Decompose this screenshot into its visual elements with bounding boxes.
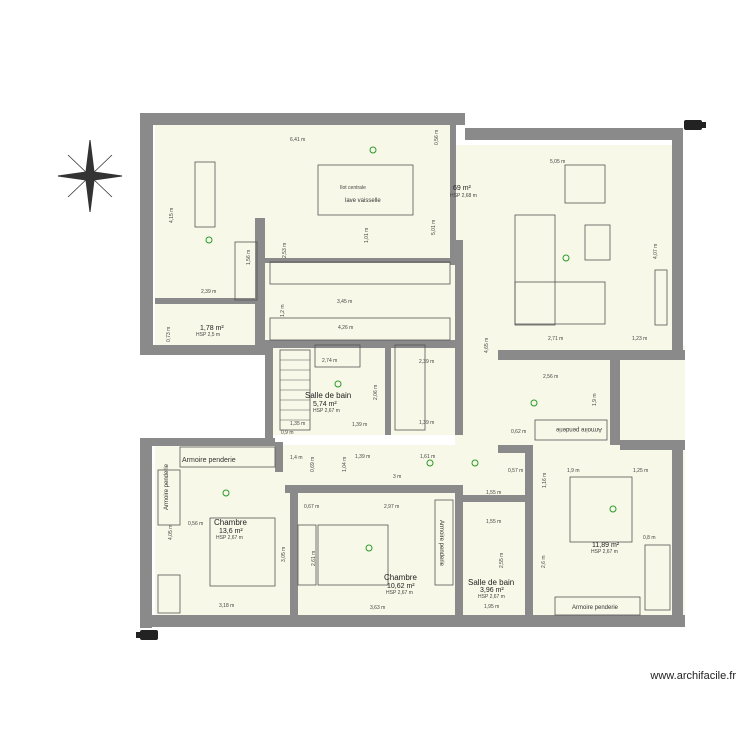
armoire-label-4: Armoire penderie [438,520,444,567]
armoire-label-2: Armoire penderie [555,426,602,432]
svg-text:1,35 m: 1,35 m [290,421,305,427]
room-bath2-area: 3,96 m² [480,587,504,594]
svg-text:1,2 m: 1,2 m [280,304,286,317]
ilot-label: Ilot centrale [340,185,366,191]
svg-text:5,05 m: 5,05 m [550,159,565,165]
svg-text:2,56 m: 2,56 m [543,374,558,380]
svg-text:1,04 m: 1,04 m [342,457,348,472]
room-small-hsp: HSP 2,5 m [196,332,220,338]
room-bed1-area: 13,6 m² [219,528,243,535]
living-furniture [514,164,668,326]
svg-text:2,55 m: 2,55 m [499,553,505,568]
svg-text:1,01 m: 1,01 m [364,228,370,243]
svg-text:0,69 m: 0,69 m [310,457,316,472]
room-bed2-area: 10,62 m² [387,583,415,590]
svg-text:1,25 m: 1,25 m [633,468,648,474]
svg-text:3,45 m: 3,45 m [337,299,352,305]
svg-text:0,9 m: 0,9 m [281,430,294,436]
svg-text:4,15 m: 4,15 m [169,208,175,223]
svg-text:1,56 m: 1,56 m [246,250,252,265]
svg-text:2,53 m: 2,53 m [282,243,288,258]
svg-text:4,05 m: 4,05 m [168,525,174,540]
svg-text:1,9 m: 1,9 m [592,393,598,406]
svg-text:0,73 m: 0,73 m [166,327,172,342]
svg-text:4,65 m: 4,65 m [484,338,490,353]
svg-text:1,4 m: 1,4 m [290,455,303,461]
svg-text:4,07 m: 4,07 m [653,244,659,259]
svg-text:1,39 m: 1,39 m [355,454,370,460]
svg-text:1,61 m: 1,61 m [420,454,435,460]
walls [140,113,685,628]
room-living-area: 69 m² [453,185,472,192]
svg-text:3,05 m: 3,05 m [281,547,287,562]
stairs [280,359,310,421]
room-bed3-area: 11,89 m² [592,542,620,549]
room-labels: 69 m² HSP 2,68 m 1,78 m² HSP 2,5 m Salle… [196,185,620,600]
brand-watermark: www.archifacile.fr [650,670,736,682]
svg-text:1,39 m: 1,39 m [352,422,367,428]
room-fills [155,125,685,625]
svg-text:6,41 m: 6,41 m [290,137,305,143]
room-bath2-name: Salle de bain [468,578,514,587]
svg-text:1,55 m: 1,55 m [486,490,501,496]
svg-text:2,61 m: 2,61 m [311,551,317,566]
camera-icon [684,120,706,130]
armoire-label-3: Armoire penderie [572,605,619,611]
armoire-label-5: Armoire penderie [164,463,170,510]
svg-text:2,06 m: 2,06 m [373,385,379,400]
light-icons [205,146,617,552]
svg-text:3,63 m: 3,63 m [370,605,385,611]
svg-text:2,39 m: 2,39 m [201,289,216,295]
svg-text:0,56 m: 0,56 m [188,521,203,527]
armoire-label-1: Armoire penderie [182,457,236,464]
room-bed3-hsp: HSP 2,67 m [591,549,618,555]
svg-text:0,67 m: 0,67 m [304,504,319,510]
svg-text:1,55 m: 1,55 m [486,519,501,525]
room-bed1-hsp: HSP 2,67 m [216,535,243,541]
svg-text:1,16 m: 1,16 m [542,473,548,488]
svg-text:0,56 m: 0,56 m [434,130,440,145]
svg-text:3 m: 3 m [393,474,401,480]
svg-text:0,62 m: 0,62 m [511,429,526,435]
svg-text:0,8 m: 0,8 m [643,535,656,541]
room-bed1-name: Chambre [214,518,247,527]
svg-text:2,74 m: 2,74 m [322,358,337,364]
svg-text:2,97 m: 2,97 m [384,504,399,510]
room-bath2-hsp: HSP 2,67 m [478,594,505,600]
svg-text:2,39 m: 2,39 m [419,359,434,365]
room-bath1-area: 5,74 m² [313,401,337,408]
bedroom-furniture [157,419,671,616]
svg-text:2,71 m: 2,71 m [548,336,563,342]
room-bath1-hsp: HSP 2,67 m [313,408,340,414]
room-bed2-name: Chambre [384,573,417,582]
compass-icon [57,139,123,213]
svg-text:5,01 m: 5,01 m [431,220,437,235]
svg-text:3,18 m: 3,18 m [219,603,234,609]
svg-text:1,9 m: 1,9 m [567,468,580,474]
svg-text:1,95 m: 1,95 m [484,604,499,610]
svg-text:4,26 m: 4,26 m [338,325,353,331]
room-bath1-name: Salle de bain [305,391,351,400]
room-small-area: 1,78 m² [200,325,224,332]
svg-text:1,23 m: 1,23 m [632,336,647,342]
room-living-hsp: HSP 2,68 m [450,193,477,199]
furniture-labels: Ilot centrale lave vaisselle Armoire pen… [164,185,619,611]
svg-text:1,39 m: 1,39 m [419,420,434,426]
dimension-labels: 6,41 m 0,56 m 5,05 m 4,15 m 1,56 m 2,53 … [166,130,659,611]
svg-text:0,57 m: 0,57 m [508,468,523,474]
svg-text:2,6 m: 2,6 m [541,555,547,568]
camera-icon [136,630,158,640]
room-bed2-hsp: HSP 2,67 m [386,590,413,596]
lave-label: lave vaisselle [345,198,381,204]
